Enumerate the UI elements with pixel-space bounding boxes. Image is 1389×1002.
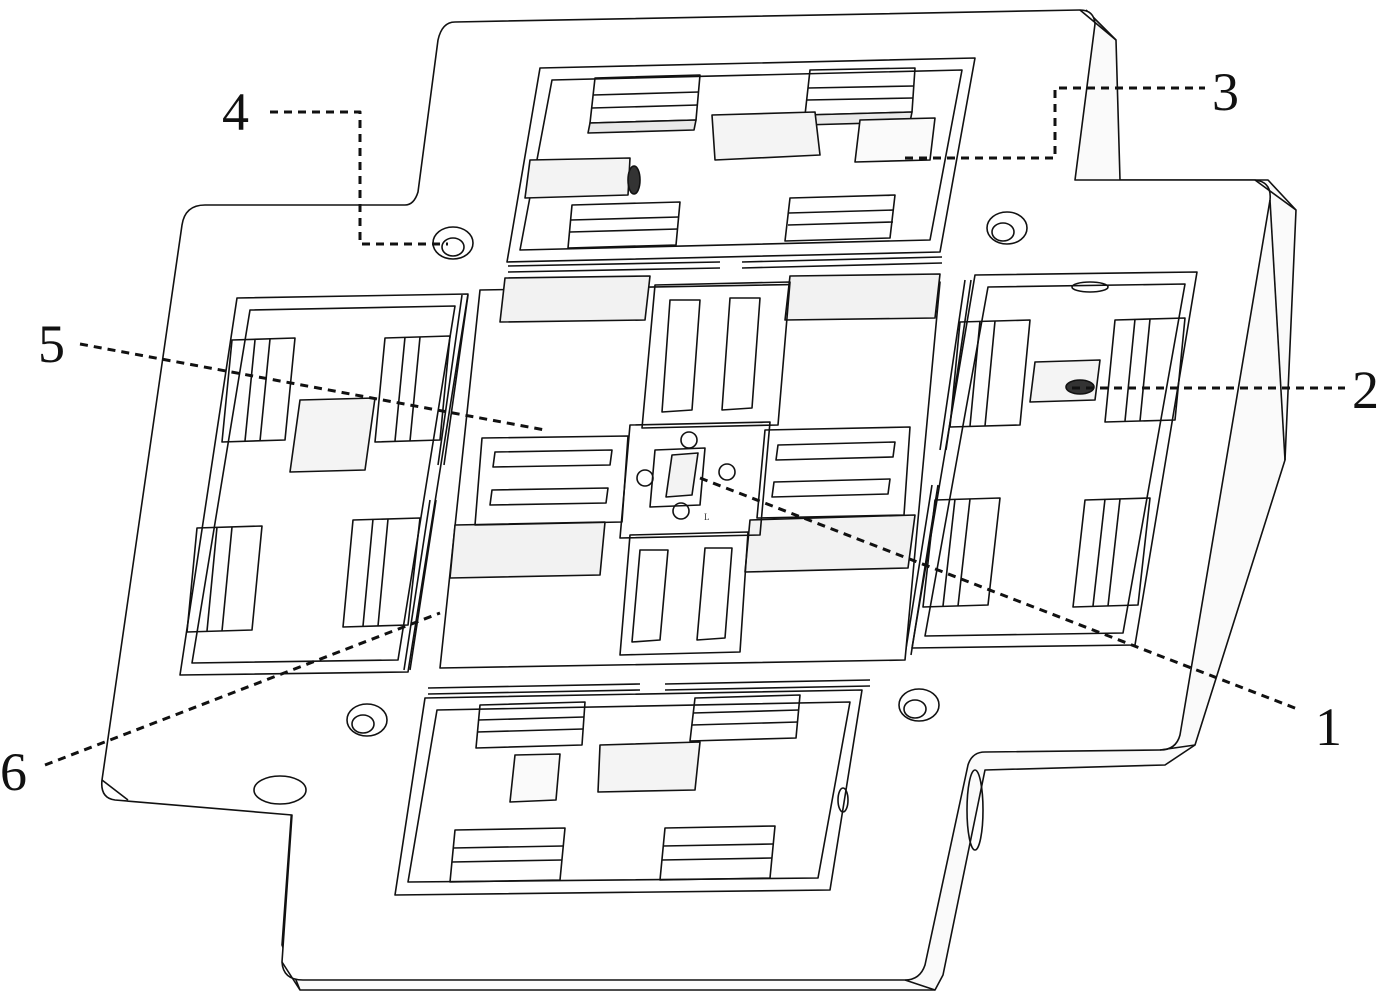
leader-line-5 [79,342,546,432]
bottom-flexure-module [394,679,871,896]
leader-line-3 [905,86,1205,160]
leader-line-4 [270,110,448,246]
leader-lines [44,86,1345,767]
callout-labels: 1 2 3 4 5 6 [0,62,1379,802]
leader-line-6 [44,611,441,767]
callout-label-6: 6 [0,742,27,802]
center-mark-text: L [704,512,710,522]
callout-label-4: 4 [222,82,249,142]
callout-label-1: 1 [1315,697,1342,757]
mounting-hole-bottom-right [898,688,940,722]
callout-label-3: 3 [1212,62,1239,122]
left-flexure-module [179,293,469,676]
callout-label-5: 5 [38,314,65,374]
leader-line-1 [699,476,1301,712]
mounting-hole-bottom-left [346,703,388,737]
mounting-hole-top-right [986,211,1028,245]
central-stage [439,273,941,669]
callout-label-2: 2 [1352,360,1379,420]
top-flexure-module [506,57,976,273]
right-flexure-module [904,271,1198,656]
